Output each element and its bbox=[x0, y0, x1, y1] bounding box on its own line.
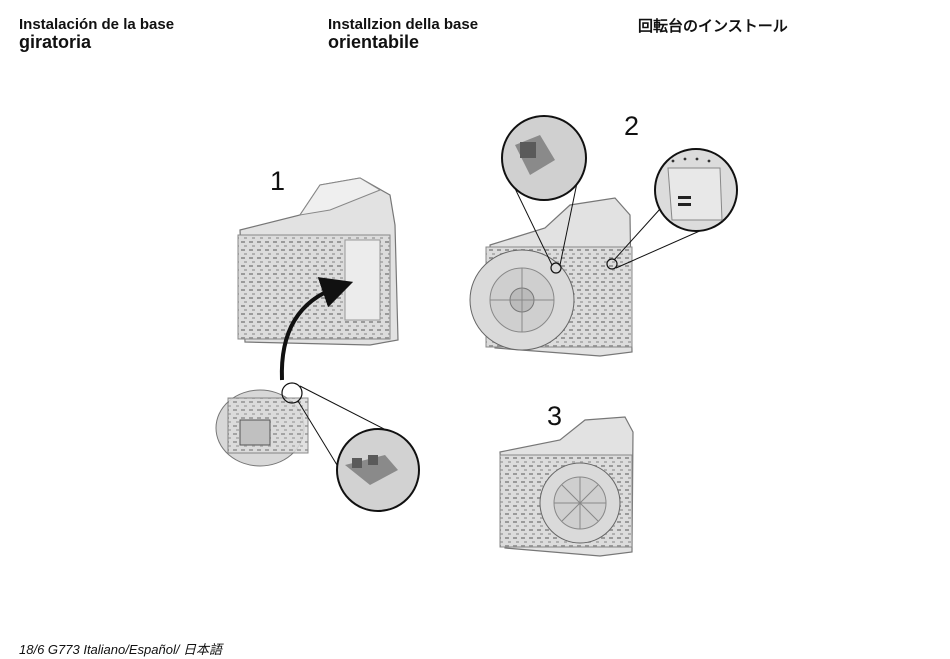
insert-arrow bbox=[279, 277, 354, 381]
step-number-3: 3 bbox=[547, 401, 563, 431]
header-italian: Installzion della base orientabile bbox=[328, 17, 478, 52]
detail-magnifier-step2-right bbox=[613, 148, 738, 269]
page-footer: 18/6 G773 Italiano/Español/ 日本語 bbox=[19, 642, 223, 657]
monitor-step3 bbox=[499, 416, 634, 557]
detail-magnifier-step2-left bbox=[501, 115, 587, 266]
header-italian-line2: orientabile bbox=[328, 31, 420, 52]
header-italian-line1: Installzion della base bbox=[328, 16, 479, 33]
header-spanish-line2: giratoria bbox=[19, 31, 92, 52]
header-spanish: Instalación de la base giratoria bbox=[19, 17, 174, 52]
detail-magnifier-step1 bbox=[281, 382, 420, 512]
monitor-step1 bbox=[237, 177, 399, 346]
header-japanese: 回転台のインストール bbox=[638, 19, 788, 35]
header-spanish-line1: Instalación de la base bbox=[19, 16, 175, 33]
swivel-base-step1 bbox=[215, 389, 309, 467]
step-number-2: 2 bbox=[624, 111, 640, 141]
header-japanese-line1: 回転台のインストール bbox=[638, 18, 788, 35]
monitor-step2 bbox=[469, 197, 633, 357]
step-number-1: 1 bbox=[270, 166, 286, 196]
